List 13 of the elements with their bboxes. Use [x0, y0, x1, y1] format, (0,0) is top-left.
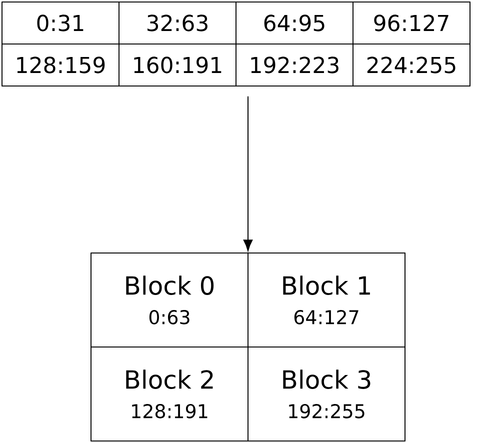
block-box: Block 0 0:63: [90, 252, 248, 348]
table-cell: 0:31: [2, 2, 120, 44]
table-cell: 32:63: [118, 2, 236, 44]
table-cell: 160:191: [118, 44, 236, 86]
table-cell: 224:255: [352, 44, 470, 86]
table-cell: 192:223: [236, 44, 354, 86]
arrow: [243, 96, 253, 252]
table-cell: 128:159: [2, 44, 120, 86]
block-box: Block 2 128:191: [90, 346, 248, 442]
table-cell: 96:127: [352, 2, 470, 44]
block-box: Block 3 192:255: [248, 346, 406, 442]
block-box: Block 1 64:127: [248, 252, 406, 348]
table-cell: 64:95: [236, 2, 354, 44]
